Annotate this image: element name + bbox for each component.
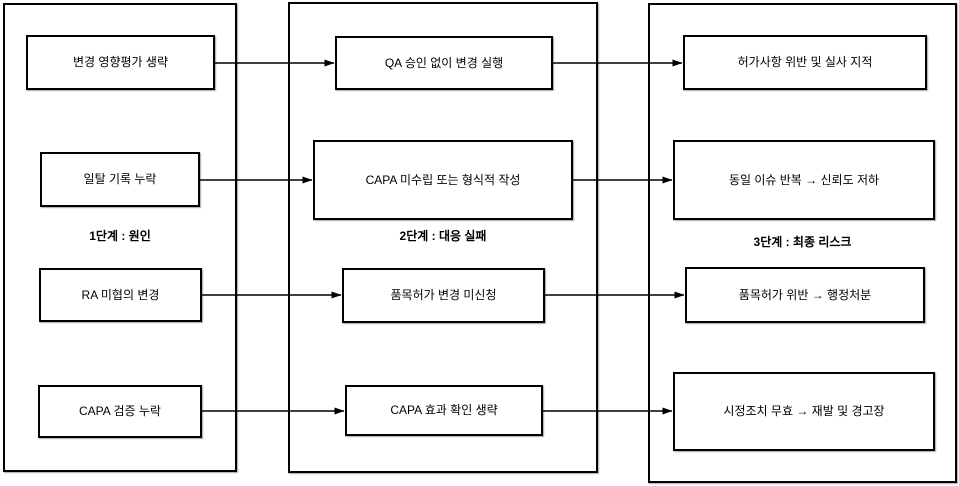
node-license-violation-admin-action: 품목허가 위반 → 행정처분 — [685, 267, 925, 323]
node-corrective-action-invalid-warning-letter: 시정조치 무효 → 재발 및 경고장 — [673, 372, 935, 451]
node-capa-not-established-or-formal: CAPA 미수립 또는 형식적 작성 — [313, 140, 573, 220]
stage2-label: 2단계 : 대응 실패 — [399, 229, 487, 243]
node-ra-unagreed-change: RA 미협의 변경 — [39, 268, 202, 322]
node-change-impact-assessment-skipped: 변경 영향평가 생략 — [26, 35, 215, 90]
stage3-label: 3단계 : 최종 리스크 — [753, 235, 852, 249]
node-capa-effectiveness-check-skipped: CAPA 효과 확인 생략 — [345, 385, 543, 436]
node-license-violation-inspection-finding: 허가사항 위반 및 실사 지적 — [683, 35, 927, 90]
node-deviation-record-missing: 일탈 기록 누락 — [40, 152, 200, 207]
node-capa-verification-missing: CAPA 검증 누락 — [38, 385, 202, 438]
stage1-label: 1단계 : 원인 — [89, 229, 151, 243]
node-repeated-issue-trust-decline: 동일 이슈 반복 → 신뢰도 저하 — [673, 140, 935, 220]
node-change-executed-without-qa-approval: QA 승인 없이 변경 실행 — [335, 36, 553, 90]
node-license-change-not-filed: 품목허가 변경 미신청 — [342, 268, 545, 323]
